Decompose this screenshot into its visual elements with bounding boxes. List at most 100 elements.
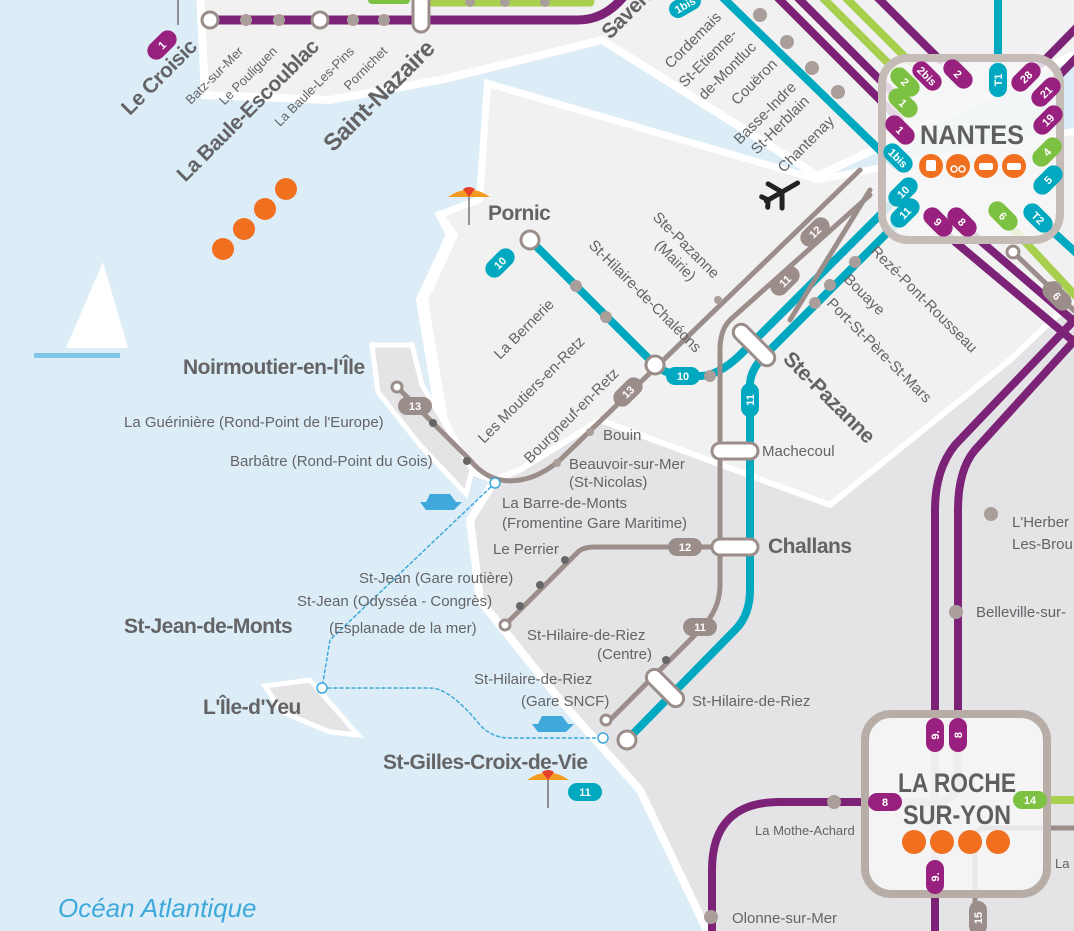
badge-pill	[883, 143, 913, 173]
station-la-barre[interactable]	[489, 477, 501, 489]
badge-label: 9.	[930, 872, 942, 881]
badge-pill	[890, 198, 920, 228]
badge-pill	[1023, 203, 1053, 233]
station-pornic[interactable]	[519, 229, 541, 251]
badge-pill	[1033, 165, 1063, 195]
station-cordemais[interactable]	[753, 8, 767, 22]
label-riez-centre-2: (Centre)	[597, 646, 652, 663]
line-purple-north-3	[874, 0, 944, 64]
badge-pill	[888, 88, 918, 118]
station-se-1[interactable]	[1005, 244, 1021, 260]
label-la-r: La R	[1055, 856, 1074, 871]
label-riez-gare-1: St-Hilaire-de-Riez	[474, 671, 592, 688]
badge-label: 15	[973, 912, 985, 924]
hub-la-roche-name-1: LA ROCHE	[898, 768, 1016, 798]
line-badge-noirmoutier-13: 13	[398, 397, 432, 415]
station-pornichet[interactable]	[378, 14, 390, 26]
line-8-west	[708, 798, 889, 931]
station-bouaye[interactable]	[824, 279, 836, 291]
station-bouin[interactable]	[586, 428, 594, 436]
car-icon	[958, 830, 982, 854]
station-belleville[interactable]	[949, 605, 963, 619]
station-le-croisic[interactable]	[200, 10, 220, 30]
station-st-hilaire-chaleons[interactable]	[644, 354, 666, 376]
badge-label: 8	[953, 732, 965, 738]
badge-label: 10	[677, 371, 689, 383]
badge-pill	[926, 718, 944, 752]
ferry-boat-icon	[532, 716, 574, 732]
beach-umbrella-icon	[177, 0, 179, 25]
station-gilles-ferry[interactable]	[597, 732, 609, 744]
station-st-gilles[interactable]	[616, 729, 638, 751]
hub-la-roche[interactable]: LA ROCHE SUR-YON	[861, 710, 1051, 898]
station-ste-pazanne-mairie[interactable]	[714, 296, 722, 304]
station-noirmoutier[interactable]	[390, 380, 404, 394]
station-riez-gare[interactable]	[599, 713, 613, 727]
line-badge-roche-9: 9.	[926, 718, 944, 752]
beach-umbrella-icon	[448, 187, 490, 225]
station-gueriniere[interactable]	[429, 419, 437, 427]
label-st-jean-monts-2: (Esplanade de la mer)	[329, 620, 477, 637]
label-st-jean-odyssea: St-Jean (Odysséa - Congrès)	[297, 593, 492, 610]
station-baule-pins[interactable]	[347, 14, 359, 26]
station-st-jean-gare[interactable]	[536, 581, 544, 589]
station-olonne[interactable]	[704, 910, 718, 924]
station-barbatre[interactable]	[463, 457, 471, 465]
station-st-hilaire-riez[interactable]	[643, 666, 687, 710]
line-badge-n-10: 10	[888, 177, 918, 207]
station-reze[interactable]	[849, 256, 861, 268]
station-batz[interactable]	[240, 14, 252, 26]
badge-label: 13	[409, 401, 421, 413]
station-basse-indre[interactable]	[831, 85, 845, 99]
badge-pill	[568, 783, 602, 801]
ferry-gilles	[321, 687, 604, 739]
station-machecoul[interactable]	[710, 441, 760, 461]
station-herbergement[interactable]	[984, 507, 998, 521]
station-green-3	[540, 0, 550, 7]
line-badge-n-28: 28	[1011, 62, 1041, 92]
station-riez-centre[interactable]	[662, 656, 670, 664]
line-badge-n-21: 21	[1031, 77, 1061, 107]
badge-label: 9.	[930, 730, 942, 739]
beach-umbrella-icon	[527, 770, 569, 808]
station-la-bernerie[interactable]	[570, 280, 582, 292]
station-st-etienne[interactable]	[780, 35, 794, 49]
station-le-perrier[interactable]	[561, 556, 569, 564]
badge-pill	[868, 793, 902, 811]
station-saint-nazaire[interactable]	[411, 0, 431, 34]
station-pouliguen[interactable]	[273, 14, 285, 26]
station-ste-pazanne[interactable]	[730, 321, 778, 369]
station-ile-yeu[interactable]	[316, 682, 328, 694]
label-riez-centre-1: St-Hilaire-de-Riez	[527, 627, 645, 644]
sailboat-icon	[34, 262, 128, 358]
label-herbergement: L'Herber	[1012, 514, 1069, 531]
station-mothe[interactable]	[827, 795, 841, 809]
taxi-icon	[275, 178, 297, 200]
station-challans[interactable]	[710, 537, 760, 557]
badge-pill	[988, 201, 1018, 231]
nantes-services	[919, 154, 1026, 178]
bike-icon	[233, 218, 255, 240]
badge-pill	[885, 115, 915, 145]
badge-pill	[1011, 62, 1041, 92]
station-moutiers[interactable]	[600, 311, 612, 323]
line-badge-n-9: 9	[923, 207, 953, 237]
station-st-jean-odyssea[interactable]	[516, 602, 524, 610]
line-badge-n-t2: T2	[1023, 203, 1053, 233]
badge-pill	[1033, 105, 1063, 135]
car-icon	[254, 198, 276, 220]
station-coueron[interactable]	[805, 61, 819, 75]
bike-glyph	[950, 165, 958, 173]
taxi-glyph	[1007, 163, 1021, 170]
badge-pill	[888, 177, 918, 207]
hub-la-roche-name-2: SUR-YON	[903, 800, 1011, 830]
station-baule-escoublac[interactable]	[310, 10, 330, 30]
badge-pill	[890, 67, 920, 97]
station-beauvoir[interactable]	[553, 459, 561, 467]
badge-pill	[1042, 281, 1072, 311]
line-reze	[787, 187, 873, 323]
station-port-st-pere[interactable]	[809, 297, 821, 309]
label-noirmoutier: Noirmoutier-en-l'Île	[183, 355, 365, 379]
taxi-icon	[986, 830, 1010, 854]
station-st-jean-monts[interactable]	[498, 618, 512, 632]
